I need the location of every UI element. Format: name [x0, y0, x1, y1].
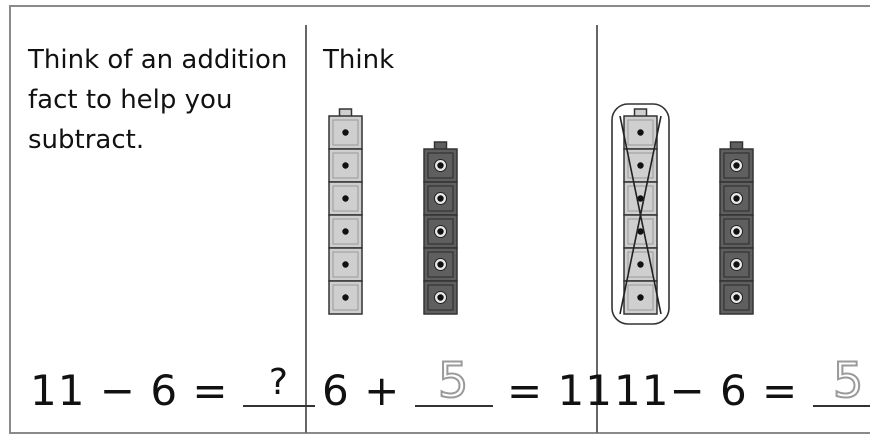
light-stack-cube-dot: [342, 228, 348, 234]
light-stack-cube-dot: [342, 294, 348, 300]
equation-left: 11− 6 =: [614, 366, 798, 415]
crossed-stack-cube-dot: [637, 129, 643, 135]
remaining-stack-cube-dot: [733, 195, 739, 201]
light-stack-cube-dot: [342, 162, 348, 168]
crossed-stack-cube-dot: [637, 162, 643, 168]
traced-answer: 5: [813, 357, 870, 405]
dark-stack-cube-dot: [437, 261, 443, 267]
crossed-stack-cube-dot: [637, 261, 643, 267]
subtraction-equation-solved: 11− 6 = 5: [614, 365, 870, 416]
question-mark: ?: [243, 363, 315, 403]
dark-stack-cube-dot: [437, 294, 443, 300]
dark-stack-cube-dot: [437, 228, 443, 234]
remaining-stack-cube-dot: [733, 294, 739, 300]
subtraction-equation: 11 − 6 = ?: [30, 365, 315, 416]
remaining-stack-cube-dot: [733, 162, 739, 168]
dark-stack-cube-dot: [437, 195, 443, 201]
crossed-stack-cube-dot: [637, 294, 643, 300]
equation-left: 11 − 6 =: [30, 366, 229, 415]
equation-right: = 11: [507, 366, 613, 415]
light-stack-cube-dot: [342, 195, 348, 201]
equation-left: 6 +: [322, 366, 400, 415]
answer-blank[interactable]: ?: [243, 365, 315, 407]
answer-blank[interactable]: 5: [415, 365, 493, 407]
remaining-stack-cube-dot: [733, 261, 739, 267]
light-stack-cube-dot: [342, 261, 348, 267]
answer-blank[interactable]: 5: [813, 365, 870, 407]
traced-answer: 5: [415, 357, 493, 405]
dark-stack-cube-dot: [437, 162, 443, 168]
addition-equation: 6 + 5 = 11: [322, 365, 613, 416]
remaining-stack-cube-dot: [733, 228, 739, 234]
light-stack-cube-dot: [342, 129, 348, 135]
